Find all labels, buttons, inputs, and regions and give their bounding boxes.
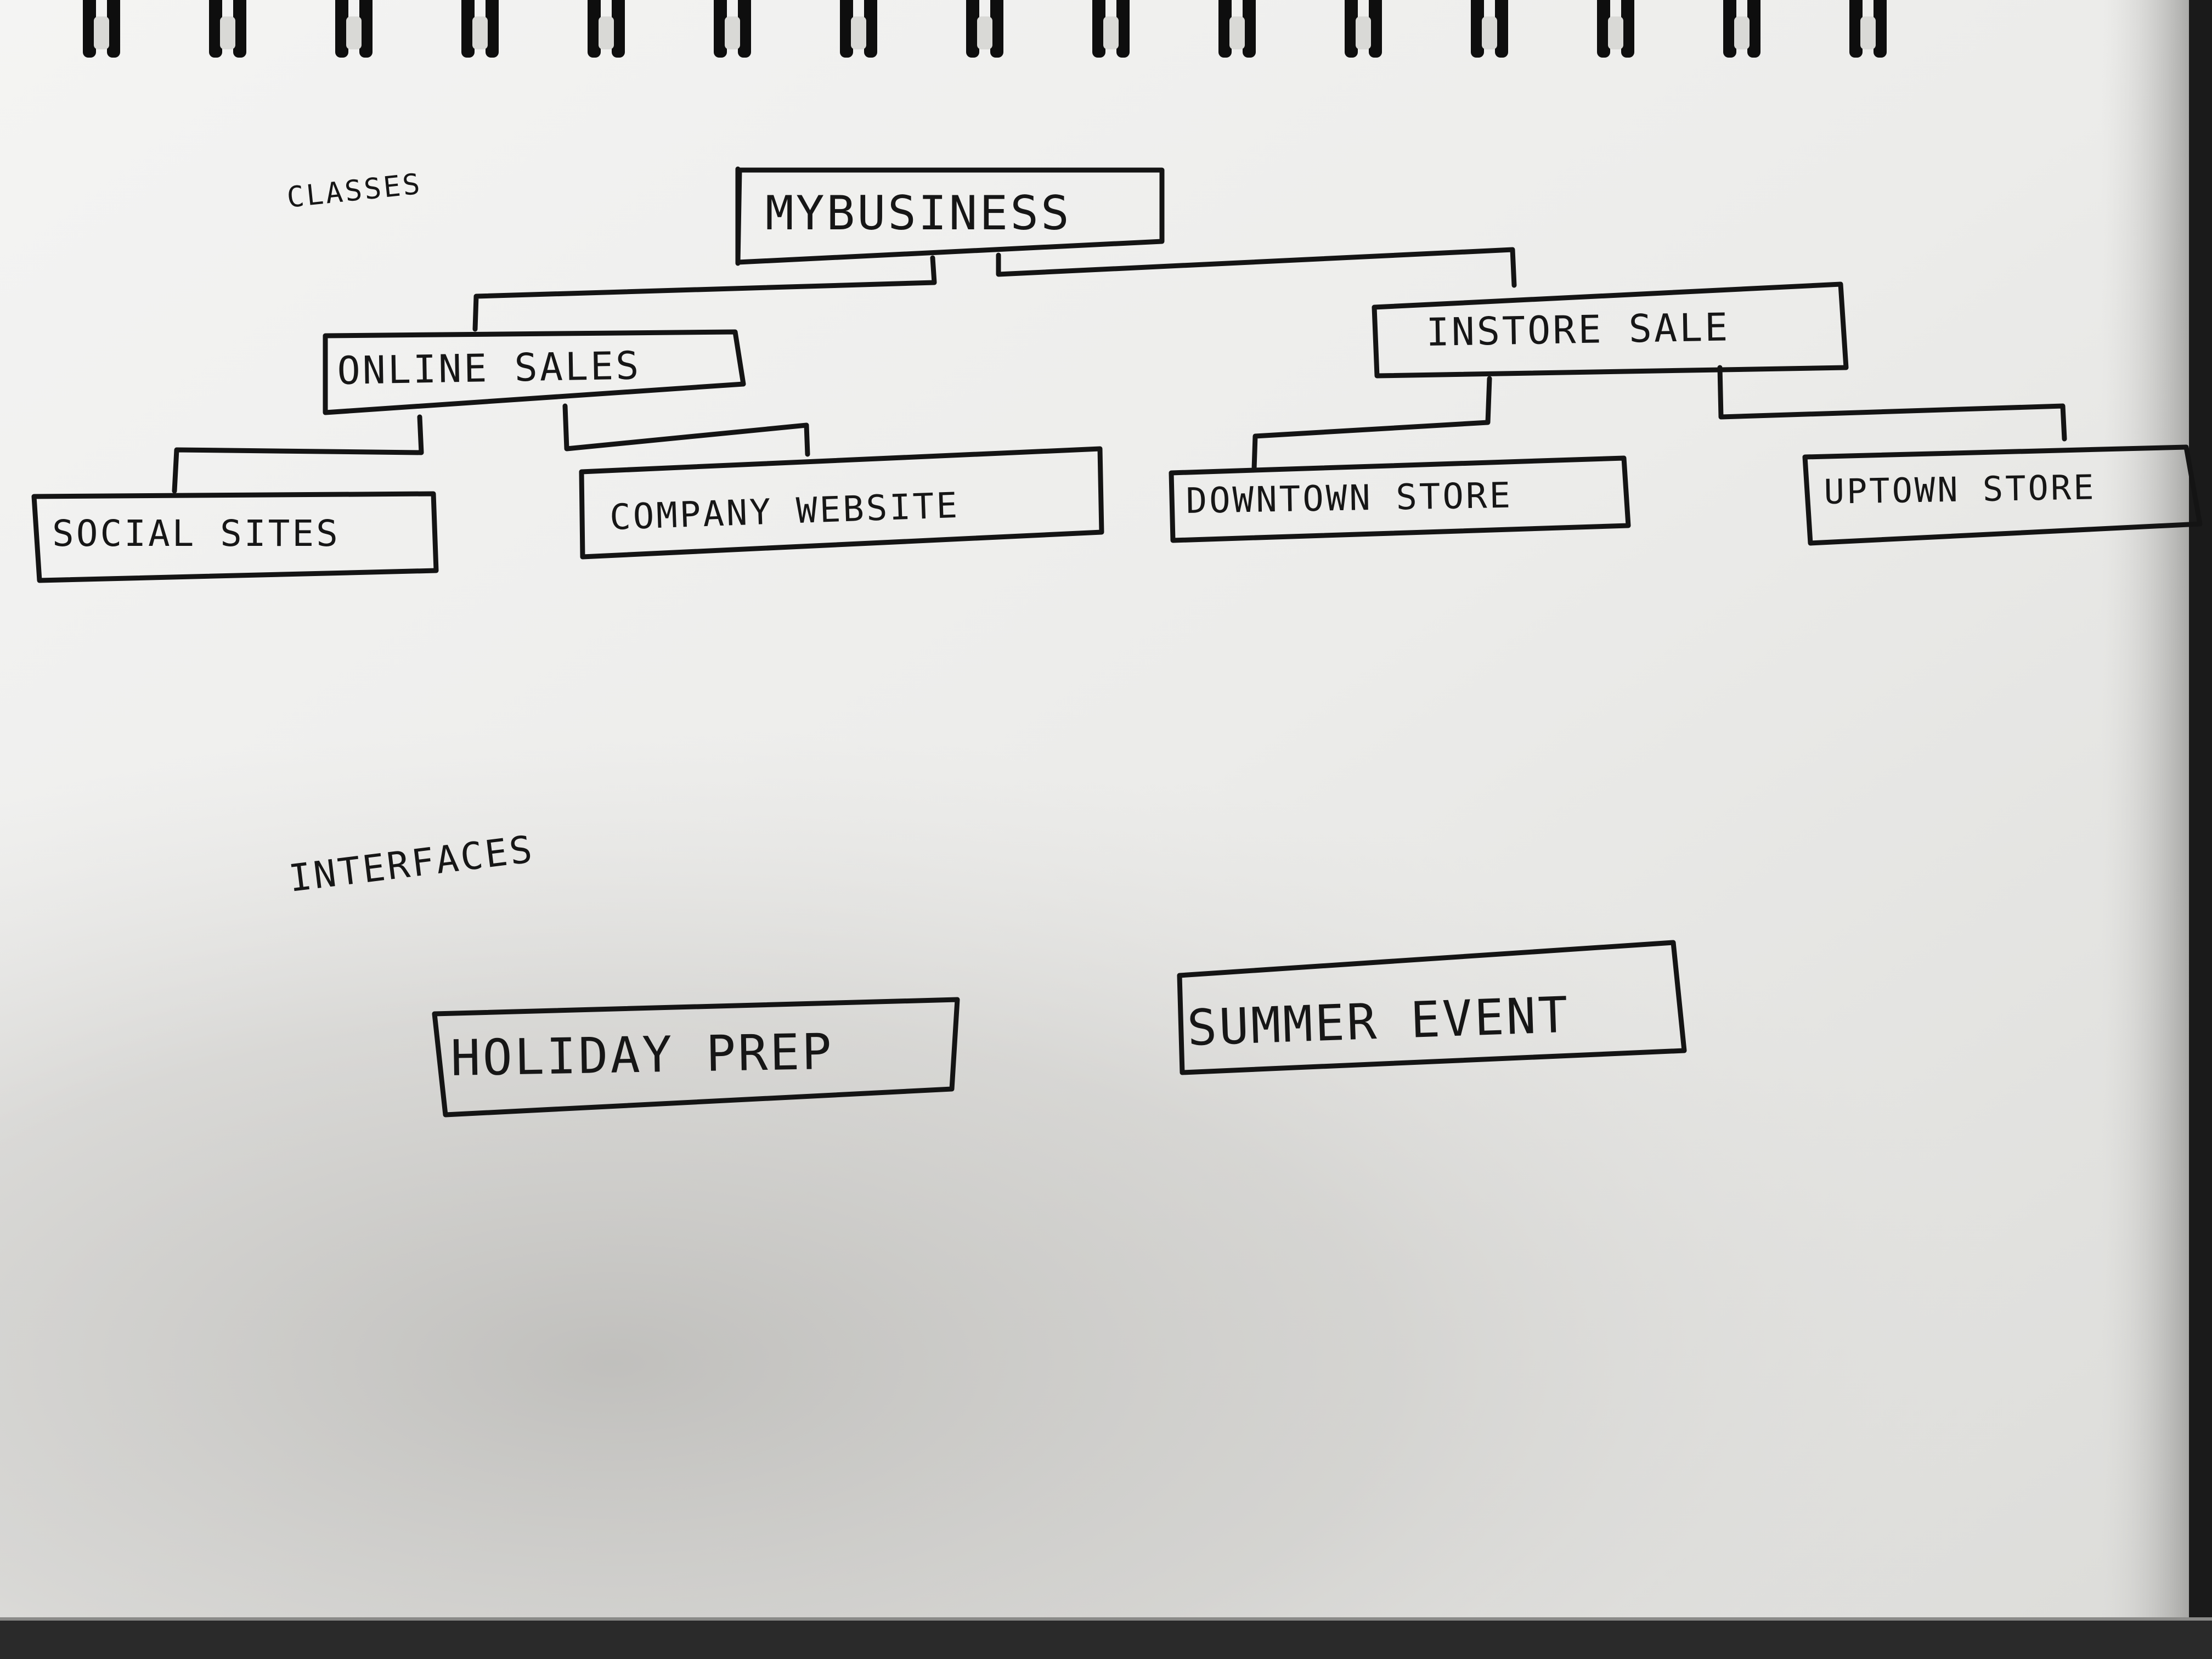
binding-ring-icon (335, 0, 373, 58)
class-node-social-sites: Social Sites (31, 491, 439, 583)
class-box-instore-sale (1372, 281, 1849, 379)
hierarchy-connectors (172, 247, 2067, 494)
class-box-uptown-store (1802, 444, 2203, 546)
class-label-uptown-store: Uptown Store (1824, 467, 2096, 512)
classes-label: CLASSES (285, 167, 424, 215)
connector-root-to-instore-sale (996, 247, 1517, 288)
class-node-instore-sale: Instore Sale (1372, 281, 1849, 379)
connector-instore-to-uptown-store (1717, 365, 2067, 442)
class-box-company-website (579, 446, 1104, 560)
class-node-company-website: Company Website (579, 446, 1104, 560)
binding-ring-icon (461, 0, 499, 58)
binding-ring-icon (1471, 0, 1508, 58)
interface-node-summer-event: Summer Event (1177, 940, 1687, 1075)
binding-ring-icon (1849, 0, 1887, 58)
interface-box-summer-event (1177, 940, 1687, 1075)
class-label-instore-sale: Instore Sale (1426, 304, 1730, 355)
class-label-social-sites: Social Sites (52, 512, 340, 555)
class-node-online-sales: Online Sales (323, 329, 746, 415)
class-node-mybusiness: MyBusiness (735, 166, 1165, 266)
class-node-uptown-store: Uptown Store (1802, 444, 2203, 546)
binding-ring-icon (83, 0, 120, 58)
class-box-social-sites (31, 491, 439, 583)
class-label-company-website: Company Website (609, 486, 960, 538)
binding-ring-icon (588, 0, 625, 58)
binding-ring-icon (966, 0, 1003, 58)
interface-label-summer-event: Summer Event (1186, 986, 1571, 1057)
binding-ring-icon (840, 0, 877, 58)
interface-label-holiday-prep: Holiday Prep (450, 1023, 834, 1087)
class-box-online-sales (323, 329, 746, 415)
class-label-mybusiness: MyBusiness (765, 186, 1071, 241)
binding-ring-icon (1597, 0, 1634, 58)
interface-box-holiday-prep (432, 997, 960, 1118)
class-box-downtown-store (1169, 455, 1631, 543)
spiral-binding-icon (83, 0, 1887, 58)
connector-online-to-company-website (562, 403, 810, 457)
connector-online-to-social-sites (172, 414, 424, 494)
binding-ring-icon (1723, 0, 1760, 58)
connector-instore-to-downtown-store (1251, 376, 1492, 472)
class-node-downtown-store: Downtown Store (1169, 455, 1631, 543)
interface-node-holiday-prep: Holiday Prep (432, 997, 960, 1118)
interfaces-label: INTERFACES (286, 828, 537, 901)
class-label-online-sales: Online Sales (337, 343, 641, 393)
binding-ring-icon (714, 0, 751, 58)
binding-ring-icon (1092, 0, 1130, 58)
class-label-downtown-store: Downtown Store (1186, 476, 1513, 522)
binding-ring-icon (209, 0, 246, 58)
binding-ring-icon (1345, 0, 1382, 58)
connector-root-to-online-sales (472, 255, 937, 332)
binding-ring-icon (1218, 0, 1256, 58)
